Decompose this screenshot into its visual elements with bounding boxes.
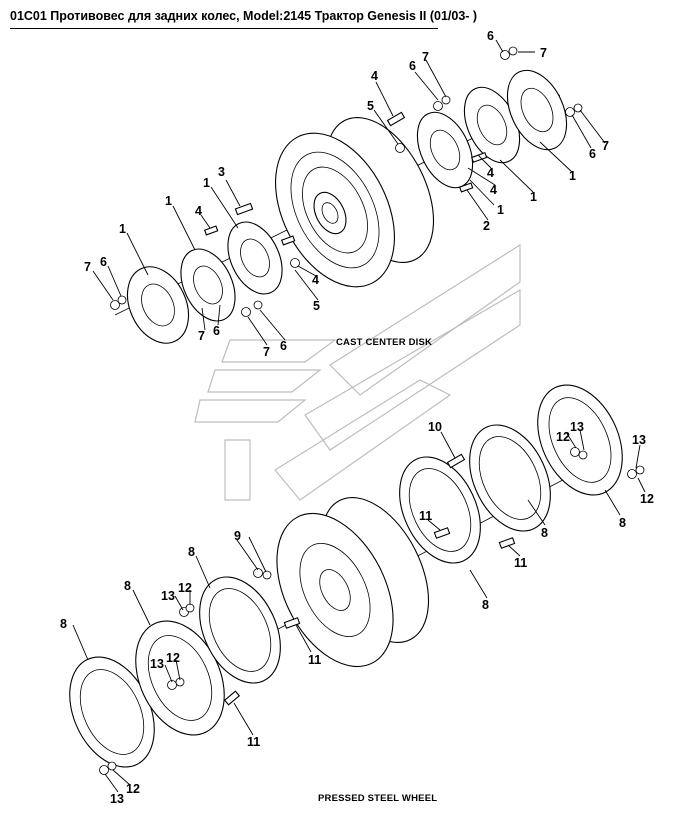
callout-number: 12 [556,430,570,444]
callout-number: 7 [422,50,429,64]
callout-number: 1 [119,222,126,236]
callout-number: 4 [195,204,202,218]
callout-number: 4 [490,183,497,197]
lower-weight-ring-5 [469,424,551,532]
callout-number: 12 [178,581,192,595]
callout-number: 9 [234,529,241,543]
title-underline [10,28,438,29]
upper-caption: CAST CENTER DISK [336,337,432,348]
callout-number: 12 [126,782,140,796]
upper-fasteners [110,46,583,317]
callout-number: 11 [247,735,260,749]
upper-callout-numbers: 6 7 4 6 7 5 1 6 7 4 1 3 1 1 4 2 1 4 5 1 … [84,29,609,359]
lower-leader-lines [72,429,646,793]
callout-number: 1 [530,190,537,204]
page-title: 01C01 Противовес для задних колес, Model… [10,9,478,23]
lower-weight-ring-6 [537,384,623,496]
lower-caption: PRESSED STEEL WHEEL [318,793,437,804]
callout-number: 4 [487,166,494,180]
callout-number: 11 [419,509,432,523]
upper-weight-plate-1 [126,266,190,344]
callout-number: 2 [483,219,490,233]
callout-number: 8 [124,579,131,593]
callout-number: 12 [640,492,654,506]
callout-number: 7 [84,260,91,274]
callout-number: 4 [312,273,319,287]
callout-number: 13 [632,433,646,447]
callout-number: 5 [313,299,320,313]
callout-number: 7 [198,329,205,343]
lower-callout-numbers: 10 13 12 13 12 11 9 8 8 11 8 8 8 13 12 1… [60,420,654,806]
callout-number: 13 [161,589,175,603]
lower-fasteners [99,447,645,775]
cast-center-wheel [275,117,435,288]
upper-weight-plate-6 [506,69,568,151]
lower-assembly [69,384,646,793]
pressed-steel-wheel [276,497,430,668]
callout-number: 11 [308,653,321,667]
callout-number: 6 [409,59,416,73]
callout-number: 8 [619,516,626,530]
callout-number: 1 [497,203,504,217]
watermark-logo [194,243,521,501]
callout-number: 10 [428,420,442,434]
lower-weight-ring-1 [69,656,155,768]
callout-number: 8 [541,526,548,540]
callout-number: 3 [218,165,225,179]
upper-weight-plate-4 [416,111,474,189]
upper-weight-plate-5 [463,86,521,164]
upper-weight-plate-2 [180,248,236,322]
upper-leader-lines [92,39,606,346]
callout-number: 6 [487,29,494,43]
upper-weight-plate-3 [227,221,283,295]
callout-number: 1 [203,176,210,190]
callout-number: 4 [371,69,378,83]
callout-number: 8 [188,545,195,559]
callout-number: 1 [165,194,172,208]
callout-number: 11 [514,556,527,570]
callout-number: 5 [367,99,374,113]
callout-number: 7 [263,345,270,359]
callout-number: 7 [540,46,547,60]
callout-number: 13 [150,657,164,671]
callout-number: 8 [482,598,489,612]
lower-weight-ring-4 [399,456,481,564]
callout-number: 13 [570,420,584,434]
callout-number: 6 [589,147,596,161]
upper-assembly [92,39,606,346]
callout-number: 13 [110,792,124,806]
callout-number: 1 [569,169,576,183]
callout-number: 7 [602,139,609,153]
callout-number: 8 [60,617,67,631]
callout-number: 6 [100,255,107,269]
lower-weight-ring-3 [199,576,281,684]
callout-number: 6 [280,339,287,353]
callout-number: 6 [213,324,220,338]
callout-number: 12 [166,651,180,665]
